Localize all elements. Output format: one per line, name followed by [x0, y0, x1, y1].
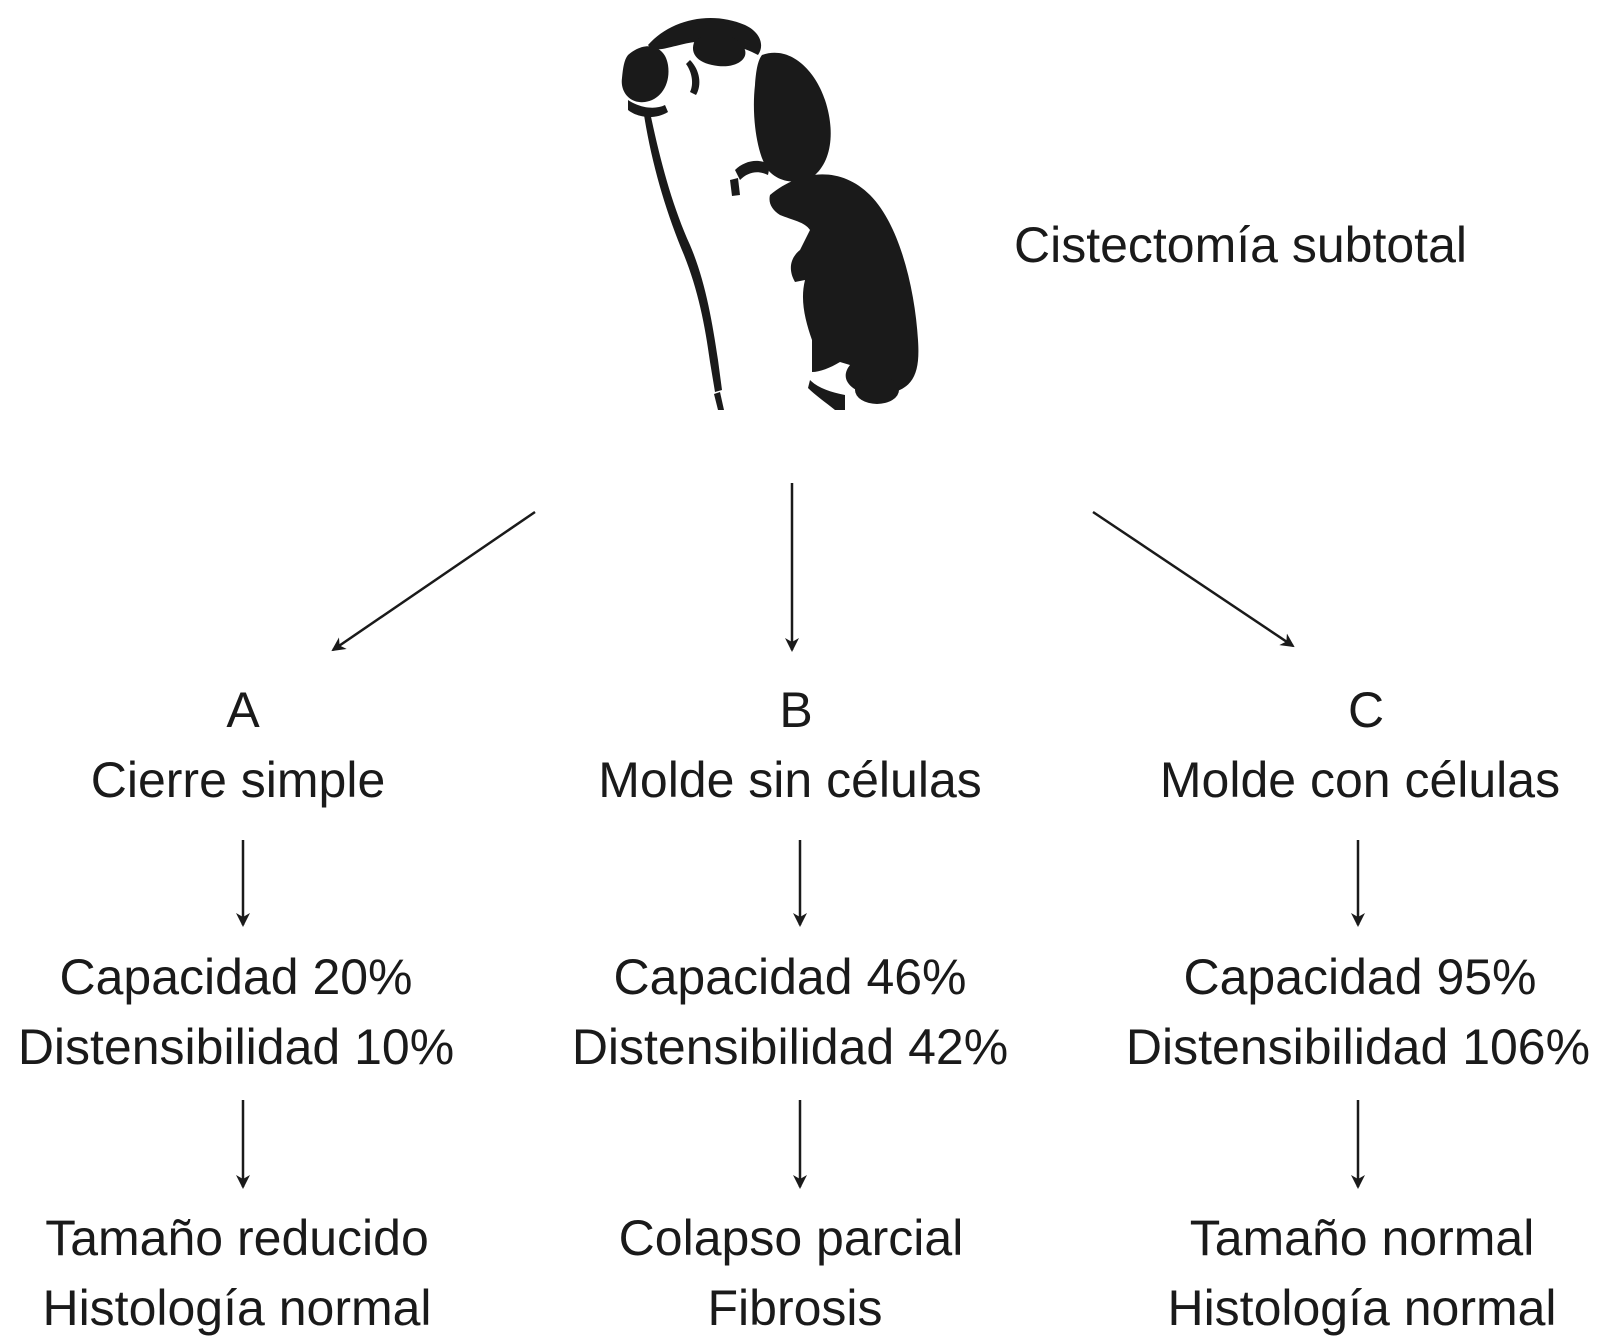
branch-b-outcome-2: Fibrosis — [707, 1280, 883, 1336]
diagram-title: Cistectomía subtotal — [1014, 217, 1467, 273]
branch-a-method: Cierre simple — [90, 752, 386, 808]
branch-b-method: Molde sin células — [598, 752, 982, 808]
arrow-to-branch-a — [331, 510, 536, 652]
branch-a-capacity: Capacidad 20% — [59, 949, 413, 1005]
branch-b-letter: B — [779, 682, 813, 738]
branch-a-compliance: Distensibilidad 10% — [17, 1019, 455, 1075]
branch-b-capacity: Capacidad 46% — [613, 949, 967, 1005]
branch-a-outcome-1: Tamaño reducido — [45, 1210, 429, 1266]
branch-b-outcome-1: Colapso parcial — [618, 1210, 964, 1266]
arrow-to-branch-c — [1092, 510, 1295, 648]
branch-c-letter: C — [1347, 682, 1385, 738]
branch-c-outcome-2: Histología normal — [1167, 1280, 1557, 1336]
branch-c-capacity: Capacidad 95% — [1183, 949, 1537, 1005]
branch-c-compliance: Distensibilidad 106% — [1125, 1019, 1591, 1075]
branch-a-letter: A — [226, 682, 260, 738]
dog-silhouette-icon — [621, 17, 919, 410]
branch-a-outcome-2: Histología normal — [42, 1280, 432, 1336]
branch-b-compliance: Distensibilidad 42% — [571, 1019, 1009, 1075]
branch-c-outcome-1: Tamaño normal — [1189, 1210, 1535, 1266]
branch-c-method: Molde con células — [1159, 752, 1561, 808]
